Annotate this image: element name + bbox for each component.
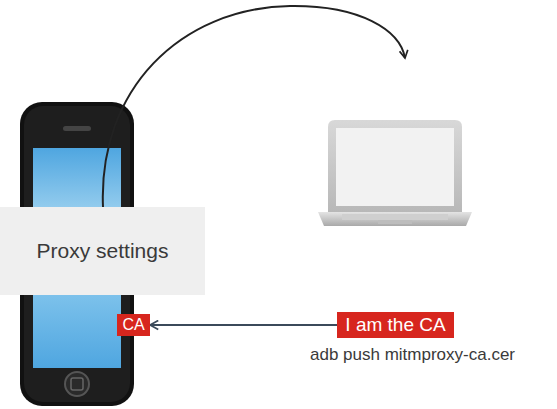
- node-text: Proxy settings: [37, 239, 169, 263]
- node-text: I am the CA: [345, 314, 445, 336]
- settings-panel: Proxy settings: [0, 207, 205, 295]
- ca-box: I am the CA: [337, 312, 454, 338]
- laptop: [318, 120, 472, 226]
- node-text: CA: [122, 316, 144, 334]
- command-label: adb push mitmproxy-ca.cer: [310, 345, 515, 365]
- push-arrow: [150, 324, 337, 326]
- ca-box: CA: [117, 314, 150, 336]
- proxy-redirect-arrow: [103, 6, 405, 207]
